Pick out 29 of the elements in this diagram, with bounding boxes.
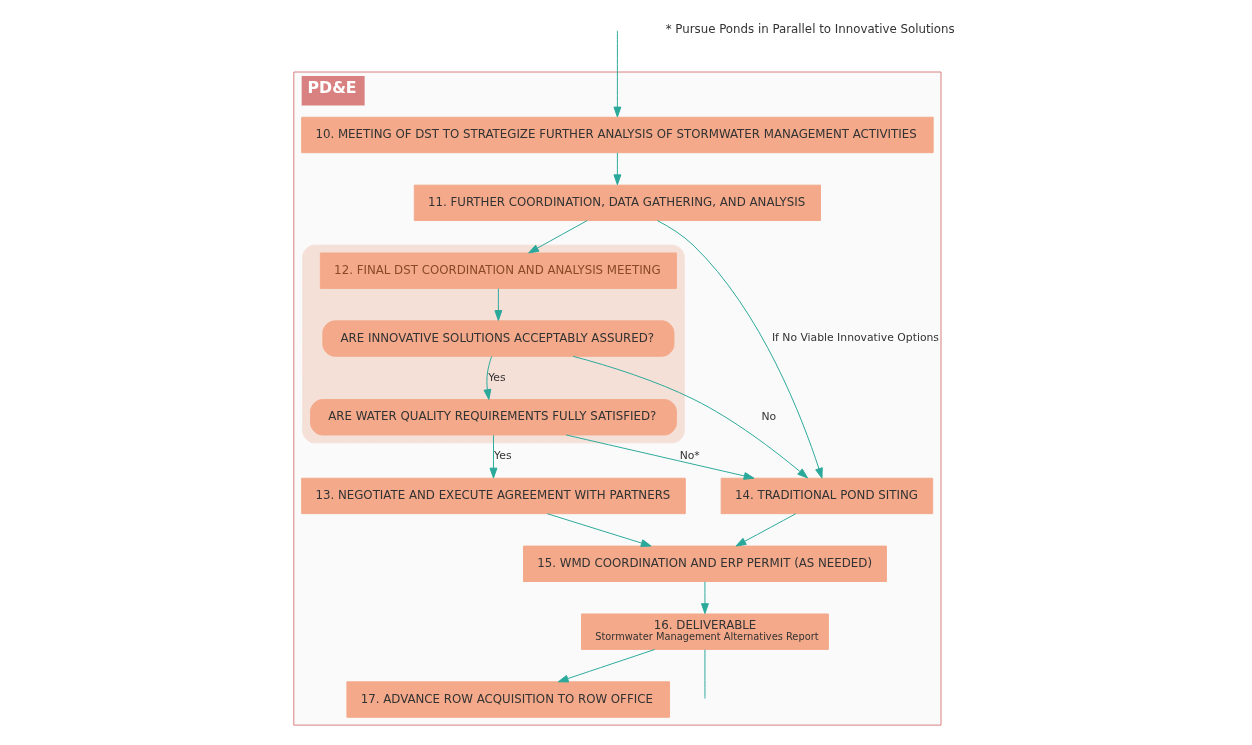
edge-label: If No Viable Innovative Options xyxy=(771,331,939,345)
edge-label: No xyxy=(761,410,776,424)
arrow xyxy=(546,513,652,547)
arrow xyxy=(735,513,796,547)
edge-label: Yes xyxy=(493,449,512,463)
node-box: 14. TRADITIONAL POND SITING xyxy=(720,477,933,515)
node-box: 10. MEETING OF DST TO STRATEGIZE FURTHER ANALYSIS OF STORMWATER MANAGEMENT ACTIVITIES xyxy=(300,116,934,154)
node-box: 17. ADVANCE ROW ACQUISITION TO ROW OFFICE xyxy=(345,681,670,718)
arrow xyxy=(700,581,709,615)
node-box: 13. NEGOTIATE AND EXECUTE AGREEMENT WITH PARTNERS xyxy=(300,477,686,515)
arrow xyxy=(557,648,655,683)
arrow xyxy=(493,288,502,321)
node-box: 11. FURTHER COORDINATION, DATA GATHERING, AND ANALYSIS xyxy=(413,184,821,222)
label: * Pursue Ponds in Parallel to Innovative Solutions xyxy=(665,21,955,36)
arrow xyxy=(612,30,621,118)
edge-label: Yes xyxy=(487,370,506,384)
node-box: 12. FINAL DST COORDINATION AND ANALYSIS MEETING xyxy=(319,252,677,289)
arrow xyxy=(489,434,497,479)
node-box: ARE INNOVATIVE SOLUTIONS ACCEPTABLY ASSURED? xyxy=(321,320,674,357)
arrow xyxy=(527,220,588,254)
edge-label: No* xyxy=(679,449,700,463)
arrow xyxy=(565,434,754,480)
node-box: 15. WMD COORDINATION AND ERP PERMIT (AS NEEDED) xyxy=(522,545,887,582)
arrow xyxy=(612,152,621,186)
node-box: 16. DELIVERABLE Stormwater Management Alternatives Report xyxy=(580,613,829,650)
arrow xyxy=(572,355,808,479)
node-box: ARE WATER QUALITY REQUIREMENTS FULLY SATISFIED? xyxy=(309,399,677,436)
arrow xyxy=(483,356,492,400)
arrow xyxy=(656,220,823,479)
